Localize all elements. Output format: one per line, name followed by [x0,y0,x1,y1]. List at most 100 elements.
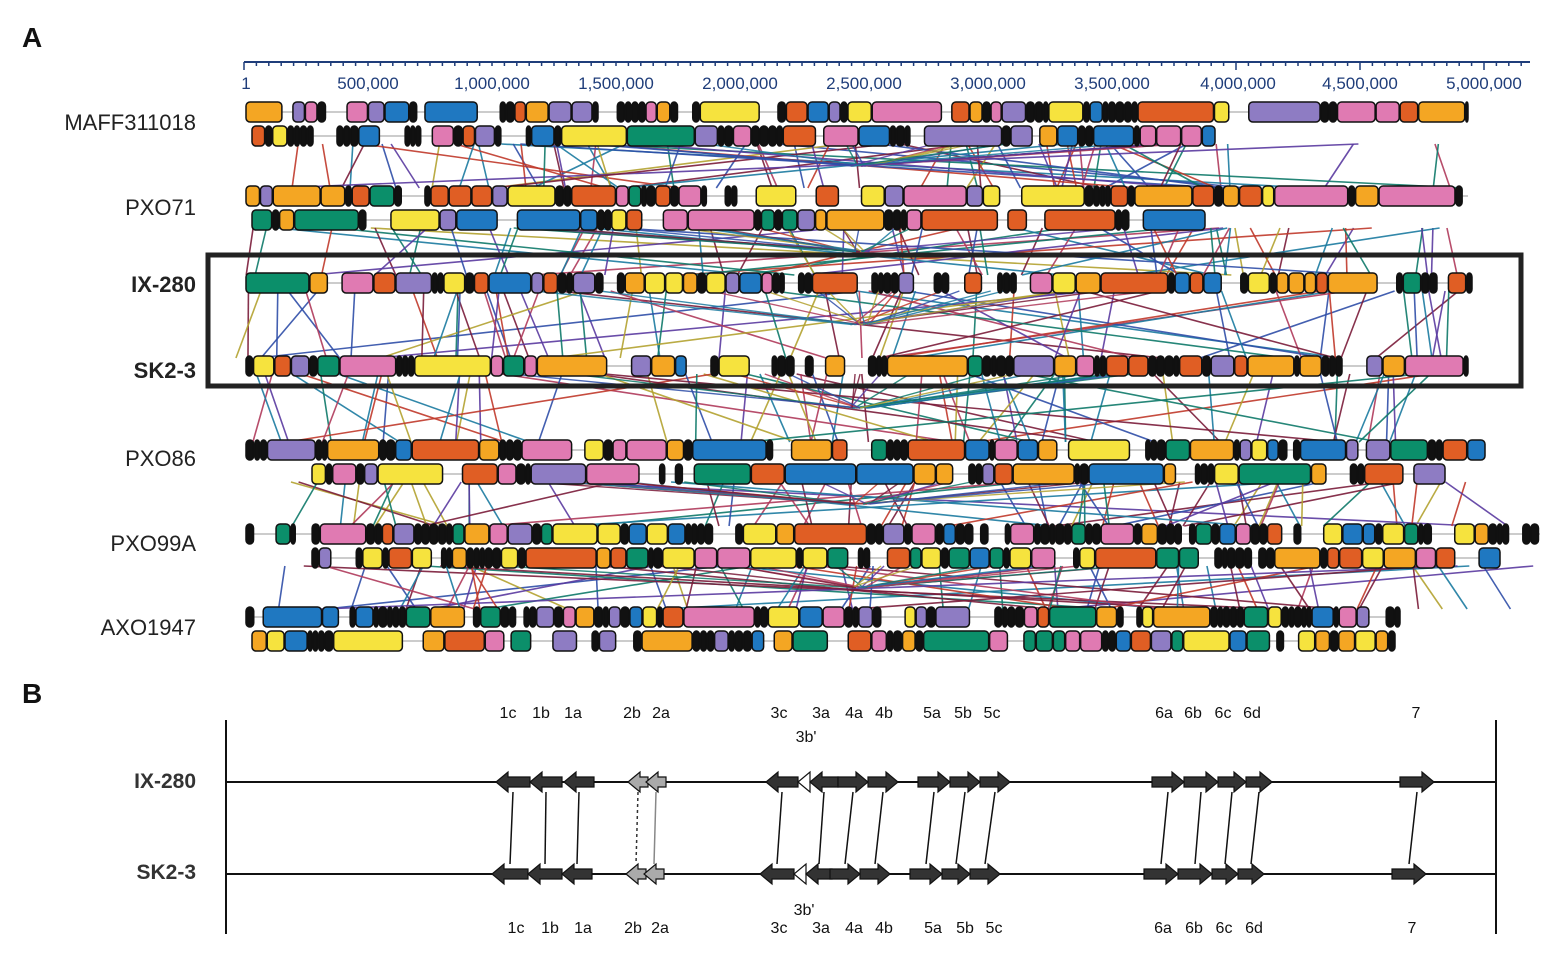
synteny-block [713,630,729,652]
synteny-link [890,290,1321,359]
gene-arrow [765,770,799,794]
gene-connector [818,791,825,865]
synteny-block [1023,630,1037,652]
synteny-block [1328,355,1336,377]
synteny-link [817,290,861,326]
synteny-block [782,125,817,147]
synteny-block [264,125,273,147]
synteny-block [901,630,916,652]
synteny-link [1122,227,1139,276]
synteny-block [847,101,872,123]
synteny-link [593,227,1062,276]
gene-label-5c-bottom: 5c [985,920,1003,937]
synteny-block [1003,547,1010,569]
synteny-block [439,209,457,231]
synteny-block [1064,630,1081,652]
synteny-block [626,547,649,569]
synteny-block [915,606,928,628]
synteny-block [1178,547,1199,569]
synteny-block [1140,523,1159,545]
axis-tick-label: 4,000,000 [1200,74,1276,93]
synteny-link [659,565,856,589]
synteny-link [621,143,969,189]
synteny-link [339,481,346,527]
gene-label-6a-top: 6a [1155,705,1173,722]
synteny-block [906,209,922,231]
synteny-block [245,101,283,123]
synteny-block [1229,606,1238,628]
synteny-link [621,143,1064,189]
synteny-link [899,227,905,276]
synteny-link [472,565,488,610]
synteny-links [235,143,1534,610]
synteny-link [476,481,504,527]
synteny-block [725,272,740,294]
synteny-block [1399,101,1419,123]
gene-arrow [1183,770,1219,794]
synteny-block [445,523,453,545]
synteny-link [1102,481,1111,527]
synteny-block [1009,547,1032,569]
synteny-link [499,227,519,276]
synteny-block [761,272,773,294]
synteny-block [575,606,595,628]
synteny-link [391,227,423,276]
synteny-block [1067,439,1131,461]
synteny-block [343,125,351,147]
synteny-block [871,101,943,123]
synteny-block [683,606,755,628]
synteny-block [742,523,777,545]
synteny-block [1100,523,1135,545]
synteny-block [1349,463,1358,485]
synteny-link [1258,481,1279,527]
synteny-block [1269,272,1277,294]
synteny-block [351,185,370,207]
synteny-link [854,565,1428,610]
synteny-block [1167,272,1175,294]
synteny-block [373,606,379,628]
synteny-block [895,125,906,147]
gene-arrow [867,770,899,794]
synteny-link [324,565,475,610]
synteny-block [1320,101,1330,123]
synteny-block [1522,523,1531,545]
gene-connector [1224,791,1233,865]
synteny-block [1013,355,1055,377]
synteny-block [690,523,698,545]
synteny-block [724,125,734,147]
synteny-block [502,355,525,377]
synteny-block [563,185,572,207]
synteny-block [964,523,974,545]
synteny-link [640,143,1194,189]
synteny-link [778,481,811,527]
synteny-block [440,547,447,569]
synteny-link [1379,481,1406,527]
synteny-block [666,439,685,461]
gene-label-6d-top: 6d [1243,705,1261,722]
axis-tick-label: 5,000,000 [1446,74,1522,93]
synteny-link [580,227,604,276]
synteny-block [1042,101,1049,123]
gene-arrow [859,862,891,886]
synteny-link [998,565,1004,610]
synteny-block [464,272,475,294]
gene-connector [1408,791,1418,865]
gene-connector [653,791,657,865]
synteny-link [1215,143,1222,189]
synteny-block [251,125,266,147]
gene-label-2a-bottom: 2a [651,920,669,937]
synteny-block [312,630,319,652]
synteny-block [653,547,663,569]
synteny-block [499,101,507,123]
synteny-block [641,630,693,652]
gene-label-7-bottom: 7 [1407,920,1417,937]
synteny-block [1453,523,1475,545]
synteny-block [904,125,911,147]
synteny-block [1079,630,1103,652]
synteny-block [797,209,816,231]
gene-arrow [837,770,869,794]
synteny-block [1288,272,1305,294]
synteny-block [431,125,455,147]
synteny-link [492,143,889,189]
synteny-block [309,272,329,294]
